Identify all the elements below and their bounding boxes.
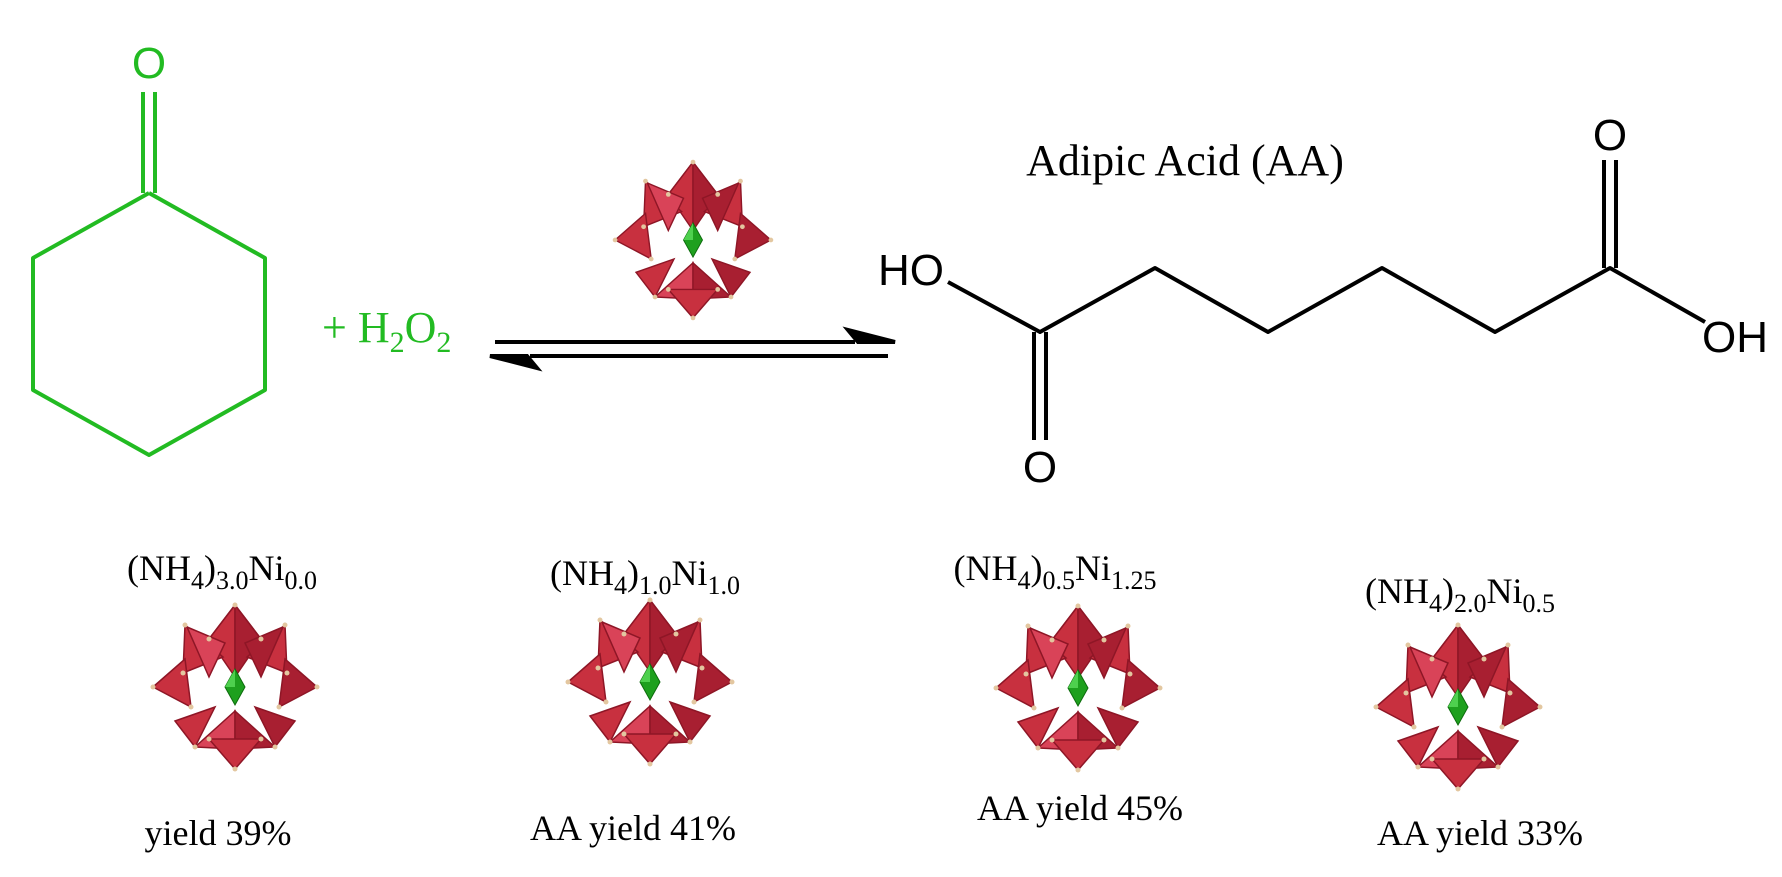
catalyst-formula: (NH4)1.0Ni1.0 — [550, 553, 740, 600]
polyoxometalate-cluster-icon — [149, 601, 321, 773]
left-hydroxyl-label: HO — [878, 246, 944, 295]
catalyst-series: (NH4)3.0Ni0.0 yield 39% (NH4)1.0Ni1.0 AA… — [127, 548, 1583, 853]
reactant-oxygen-label: O — [132, 39, 166, 88]
catalyst-item: (NH4)1.0Ni1.0 AA yield 41% — [530, 553, 740, 848]
adipic-acid-structure — [947, 160, 1706, 440]
equilibrium-arrow — [489, 326, 896, 372]
catalyst-formula: (NH4)2.0Ni0.5 — [1365, 571, 1555, 618]
catalyst-item: (NH4)0.5Ni1.25 AA yield 45% — [954, 548, 1183, 828]
polyoxometalate-cluster-icon — [612, 159, 774, 321]
yield-label: yield 39% — [145, 813, 292, 853]
cyclohexanone-ring — [31, 191, 267, 457]
right-carbonyl-oxygen-label: O — [1593, 111, 1627, 160]
polyoxometalate-cluster-icon — [564, 596, 736, 768]
reagent-hydrogen-peroxide: + H2O2 — [322, 303, 451, 359]
catalyst-formula: (NH4)3.0Ni0.0 — [127, 548, 317, 595]
product-name: Adipic Acid (AA) — [1026, 136, 1344, 185]
reverse-arrow-head — [489, 354, 543, 372]
left-carbonyl-oxygen-label: O — [1023, 443, 1057, 492]
catalyst-item: (NH4)2.0Ni0.5 AA yield 33% — [1365, 571, 1583, 853]
cyclohexanone-structure — [31, 92, 267, 457]
catalyst-formula: (NH4)0.5Ni1.25 — [954, 548, 1157, 595]
polyoxometalate-cluster-icon — [1372, 621, 1544, 793]
adipic-acid-chain — [947, 266, 1706, 334]
yield-label: AA yield 33% — [1377, 813, 1583, 853]
polyoxometalate-cluster-icon — [992, 602, 1164, 774]
right-hydroxyl-label: OH — [1702, 313, 1768, 362]
yield-label: AA yield 45% — [977, 788, 1183, 828]
catalyst-item: (NH4)3.0Ni0.0 yield 39% — [127, 548, 321, 853]
yield-label: AA yield 41% — [530, 808, 736, 848]
forward-arrow-head — [842, 326, 896, 344]
